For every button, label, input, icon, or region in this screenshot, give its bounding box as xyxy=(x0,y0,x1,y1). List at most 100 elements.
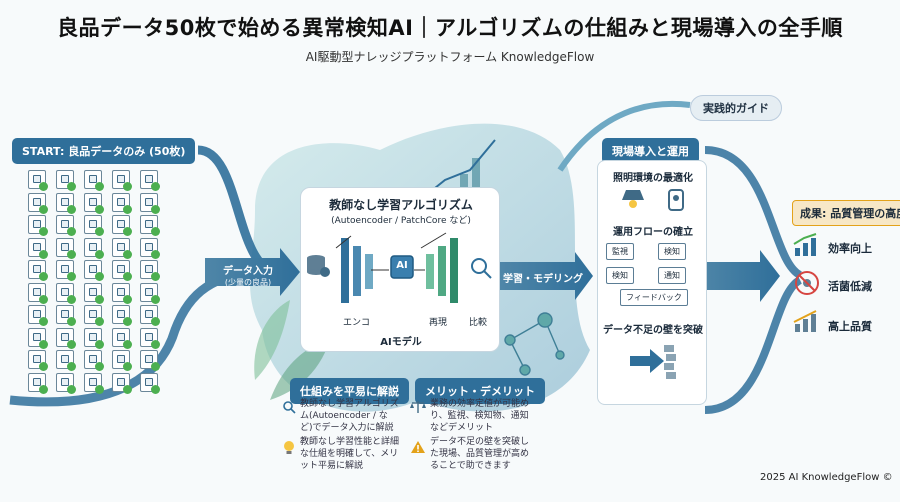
chip-icon xyxy=(61,265,69,273)
good-sample-document-icon xyxy=(84,305,104,326)
good-sample-document-icon xyxy=(28,215,48,236)
check-icon xyxy=(123,384,132,394)
merits-item-2: データ不足の壁を突破した現場、品質管理が高めることで助できます xyxy=(430,437,530,472)
ai-panel-sub: (Autoencoder / PatchCore など) xyxy=(331,216,471,226)
chip-icon xyxy=(61,242,69,251)
chip-icon xyxy=(33,175,41,183)
shortage-label: データ不足の壁を突破 xyxy=(603,325,703,336)
breakthrough-wall-icon xyxy=(630,345,676,379)
good-sample-document-icon xyxy=(140,372,160,394)
check-icon xyxy=(123,182,132,191)
chip-icon xyxy=(145,220,153,228)
check-icon xyxy=(95,227,104,236)
mechanism-item-2: 教師なし学習性能と詳細な仕組を明確して、メリット平易に解説 xyxy=(300,437,400,472)
lightbulb-icon xyxy=(284,441,294,454)
document-grid xyxy=(28,170,188,395)
check-icon xyxy=(39,182,48,191)
check-icon xyxy=(151,339,160,349)
check-icon xyxy=(123,227,132,236)
chip-icon xyxy=(145,242,153,251)
good-sample-document-icon xyxy=(28,237,48,259)
chip-icon xyxy=(61,220,69,228)
chip-icon xyxy=(117,175,125,183)
chip-icon xyxy=(33,355,41,363)
merits-panel: 業務の効率定値が可能めり、監視、検知物、通知などデメリット データ不足の壁を突破… xyxy=(410,398,534,478)
good-sample-document-icon xyxy=(56,170,76,191)
good-sample-document-icon xyxy=(28,372,48,394)
chip-icon xyxy=(89,287,97,296)
chip-icon xyxy=(33,287,41,296)
good-sample-document-icon xyxy=(112,282,132,304)
good-sample-document-icon xyxy=(56,350,76,371)
mechanism-panel: 教師なし学習アルゴリズム(Autoencoder / など)でデータ入力に解説 … xyxy=(280,398,402,478)
check-icon xyxy=(67,294,76,304)
check-icon xyxy=(123,249,132,259)
good-sample-document-icon xyxy=(84,327,104,349)
check-icon xyxy=(67,384,76,394)
good-sample-document-icon xyxy=(140,260,160,281)
good-sample-document-icon xyxy=(140,350,160,371)
warning-icon xyxy=(411,441,425,453)
chip-icon xyxy=(89,197,97,206)
chip-icon xyxy=(117,242,125,251)
learning-arrow-label: 学習・モデリング xyxy=(503,274,583,285)
chip-icon xyxy=(145,197,153,206)
check-icon xyxy=(151,249,160,259)
check-icon xyxy=(39,204,48,214)
good-sample-document-icon xyxy=(140,237,160,259)
chip-icon xyxy=(89,355,97,363)
chip-icon xyxy=(145,287,153,296)
check-icon xyxy=(67,317,76,326)
check-icon xyxy=(95,294,104,304)
lighting-label: 照明環境の最適化 xyxy=(613,173,693,184)
result-item-3: 高上品質 xyxy=(828,320,872,333)
check-icon xyxy=(123,272,132,281)
check-icon xyxy=(67,227,76,236)
good-sample-document-icon xyxy=(140,215,160,236)
chip-icon xyxy=(145,355,153,363)
flow-inspect: 検知 xyxy=(606,267,634,284)
good-sample-document-icon xyxy=(112,350,132,371)
gear-icon xyxy=(320,267,330,277)
check-icon xyxy=(39,362,48,371)
input-arrow-label: データ入力 (少量の良品) xyxy=(213,262,283,288)
chip-icon xyxy=(145,377,153,386)
chip-icon xyxy=(117,220,125,228)
good-sample-document-icon xyxy=(56,327,76,349)
chip-icon xyxy=(61,197,69,206)
good-sample-document-icon xyxy=(140,170,160,191)
chip-icon xyxy=(33,310,41,318)
ai-algorithm-panel: 教師なし学習アルゴリズム (Autoencoder / PatchCore など… xyxy=(300,187,500,352)
chip-icon xyxy=(117,265,125,273)
chip-icon xyxy=(61,175,69,183)
check-icon xyxy=(67,272,76,281)
good-sample-document-icon xyxy=(84,372,104,394)
good-sample-document-icon xyxy=(56,192,76,214)
check-icon xyxy=(123,317,132,326)
guide-tag: 実践的ガイド xyxy=(690,95,782,121)
field-panel: 照明環境の最適化 運用フローの確立 監視 検知 検知 通知 フィードバック デー… xyxy=(597,160,707,405)
chip-icon xyxy=(89,310,97,318)
good-sample-document-icon xyxy=(56,305,76,326)
mechanism-header: 仕組みを平易に解説 xyxy=(290,378,409,404)
good-sample-document-icon xyxy=(28,305,48,326)
chip-icon xyxy=(89,175,97,183)
chip-icon xyxy=(33,265,41,273)
check-icon xyxy=(95,362,104,371)
growth-chart-icon xyxy=(793,233,817,256)
check-icon xyxy=(67,362,76,371)
good-sample-document-icon xyxy=(56,260,76,281)
check-icon xyxy=(123,339,132,349)
good-sample-document-icon xyxy=(84,170,104,191)
ai-chip-label: AI xyxy=(396,260,408,271)
good-sample-document-icon xyxy=(56,282,76,304)
check-icon xyxy=(151,227,160,236)
chip-icon xyxy=(117,287,125,296)
flow-notify: 通知 xyxy=(658,267,686,284)
chip-icon xyxy=(61,355,69,363)
good-sample-document-icon xyxy=(140,305,160,326)
good-sample-document-icon xyxy=(112,192,132,214)
encoder-label: エンコ xyxy=(343,318,371,328)
check-icon xyxy=(95,204,104,214)
result-item-2: 活菌低減 xyxy=(828,280,872,293)
